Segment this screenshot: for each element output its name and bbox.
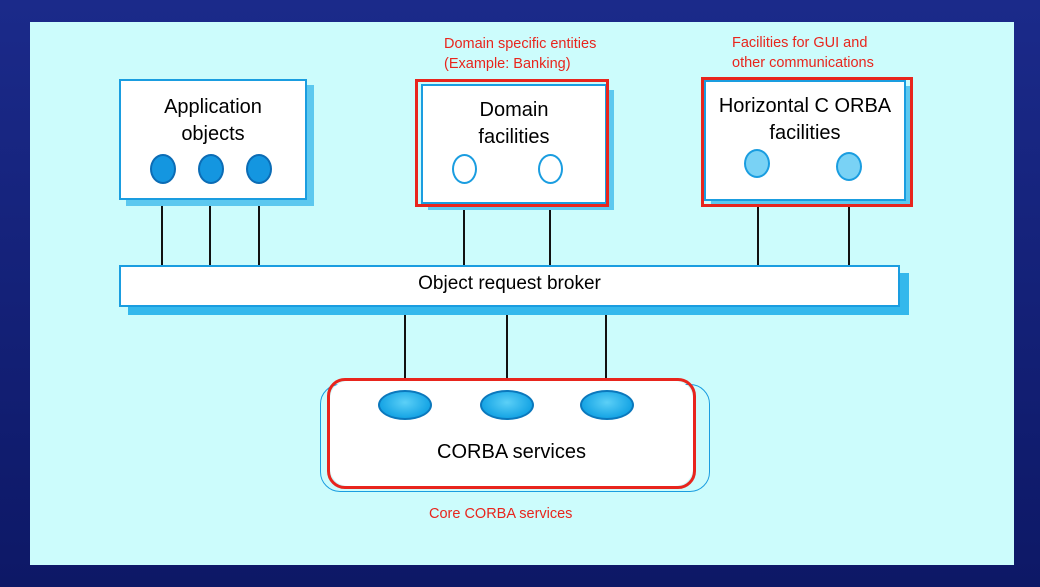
app-object-node-3 [246,154,272,184]
domain-facility-node-1 [452,154,477,184]
application-objects-title-line1: Application [164,96,262,118]
connector-services-3 [605,305,607,395]
corba-services-label: CORBA services [437,441,586,463]
application-objects-box: Application objects [119,79,307,200]
domain-facilities-title: Domain facilities [423,97,605,151]
service-node-2 [480,390,534,420]
horizontal-facility-node-1 [744,149,770,178]
application-objects-title: Application objects [121,94,305,148]
service-node-3 [580,390,634,420]
domain-annotation-line2: (Example: Banking) [444,56,571,72]
horizontal-facilities-title-line2: facilities [769,122,841,144]
horizontal-annotation-line1: Facilities for GUI and [732,35,868,51]
connector-domain-2 [549,180,551,266]
object-request-broker-bar: Object request broker [119,265,900,307]
horizontal-annotation: Facilities for GUI and other communicati… [732,33,874,73]
domain-facility-node-2 [538,154,563,184]
domain-annotation: Domain specific entities (Example: Banki… [444,34,596,74]
application-objects-title-line2: objects [181,123,245,145]
app-object-node-1 [150,154,176,184]
domain-facilities-title-line2: facilities [478,126,550,148]
horizontal-annotation-line2: other communications [732,55,874,71]
service-node-1 [378,390,432,420]
connector-horizontal-1 [757,175,759,266]
domain-facilities-title-line1: Domain [479,99,549,121]
core-services-annotation: Core CORBA services [429,506,573,522]
connector-services-1 [404,305,406,395]
connector-app-3 [258,180,260,266]
horizontal-facility-node-2 [836,152,862,181]
connector-horizontal-2 [848,178,850,266]
connector-app-2 [209,180,211,266]
horizontal-facilities-title-line1: Horizontal C ORBA [718,95,892,117]
horizontal-facilities-title: Horizontal C ORBA facilities [706,93,904,147]
connector-services-2 [506,305,508,395]
object-request-broker-label: Object request broker [418,273,601,294]
horizontal-facilities-box: Horizontal C ORBA facilities [704,80,906,201]
domain-annotation-line1: Domain specific entities [444,36,597,52]
connector-app-1 [161,180,163,266]
domain-facilities-box: Domain facilities [421,84,607,204]
connector-domain-1 [463,180,465,266]
app-object-node-2 [198,154,224,184]
